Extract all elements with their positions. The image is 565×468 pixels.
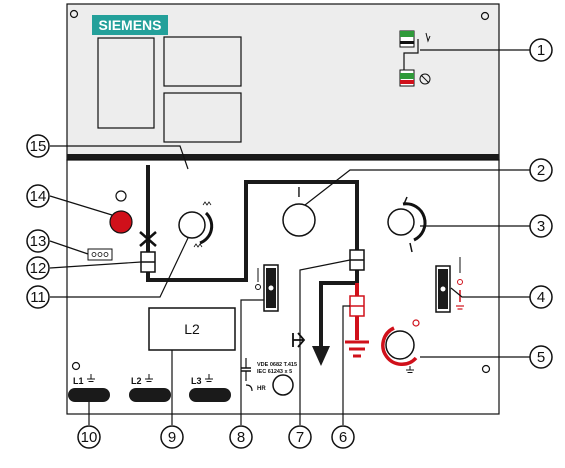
interlock-icon [139, 231, 157, 247]
siemens-logo-text: SIEMENS [98, 17, 161, 33]
callout-number: 2 [537, 162, 545, 179]
callout-leaders [49, 49, 530, 425]
closed-indicator-icon [400, 31, 414, 37]
phase-l2-label: L2 [131, 376, 142, 386]
callout-2: 2 [529, 158, 553, 182]
phase-l3-socket[interactable] [189, 388, 231, 402]
callout-7: 7 [288, 425, 312, 449]
callout-leader-11 [50, 237, 189, 298]
callout-number: 11 [30, 289, 46, 306]
vde-standard-line2: IEC 61243 x 5 [257, 369, 292, 375]
siemens-logo [92, 15, 168, 35]
callout-5: 5 [529, 345, 553, 369]
callout-14: 14 [26, 184, 50, 208]
phase-l3-label: L3 [191, 376, 202, 386]
screw-top-right [480, 11, 490, 21]
lower-label-window [163, 92, 242, 143]
arrow-down-icon [312, 346, 330, 366]
callout-number: 8 [237, 429, 245, 446]
earthed-indicator-icon [400, 73, 414, 79]
callout-15: 15 [26, 134, 50, 158]
phase-l1-indicator [71, 361, 81, 371]
lower-panel [66, 159, 500, 415]
callout-number: 10 [81, 429, 98, 446]
callout-number: 6 [339, 429, 347, 446]
phase-earth-symbols [87, 374, 213, 382]
earthing-knob[interactable] [381, 319, 420, 373]
hr-test-socket[interactable] [272, 374, 294, 396]
callout-number: 5 [537, 349, 545, 366]
callout-leader-12 [49, 261, 142, 269]
on-pushbutton[interactable] [282, 203, 316, 237]
callout-number: 12 [30, 260, 47, 277]
position-indicator [399, 30, 431, 87]
counter-display [87, 248, 113, 261]
callout-leader-15 [50, 145, 189, 170]
earth-symbol-icon [345, 340, 369, 358]
indicator-lamp [115, 190, 127, 202]
screw-top-left [69, 9, 79, 19]
callout-4: 4 [529, 285, 553, 309]
disconnector-knob[interactable] [387, 196, 427, 253]
hr-label: HR [257, 386, 266, 392]
callout-leader-2 [304, 169, 530, 206]
callout-6: 6 [331, 425, 355, 449]
callout-13: 13 [26, 229, 50, 253]
phase-l1-label: L1 [73, 376, 84, 386]
callout-leader-13 [49, 240, 89, 255]
rating-plate-window [97, 37, 155, 129]
callout-number: 3 [537, 218, 545, 235]
interlock-slider-right[interactable] [435, 257, 464, 313]
callout-3: 3 [529, 214, 553, 238]
callout-number: 7 [296, 429, 304, 446]
callout-number: 9 [168, 429, 176, 446]
callout-10: 10 [77, 425, 101, 449]
callout-number: 14 [30, 188, 47, 205]
screw-bottom-right [481, 364, 491, 374]
feeder-label-text: L2 [184, 321, 200, 337]
callout-number: 15 [30, 138, 47, 155]
callout-9: 9 [160, 425, 184, 449]
phase-l1-socket[interactable] [68, 388, 110, 402]
feeder-label-box [148, 307, 236, 351]
callout-8: 8 [229, 425, 253, 449]
on-position-label: I [297, 184, 301, 201]
interlock-slider-left[interactable] [255, 264, 279, 312]
callout-leader-7 [299, 259, 351, 425]
callout-12: 12 [26, 256, 50, 280]
feeder-line [319, 281, 357, 350]
callout-11: 11 [26, 285, 50, 309]
callout-number: 13 [30, 233, 47, 250]
callout-leader-14 [49, 195, 113, 216]
phase-l2-socket[interactable] [129, 388, 171, 402]
callout-leader-8 [240, 299, 264, 425]
spring-charging-knob[interactable] [178, 201, 214, 248]
vde-standard-line1: VDE 0682 T.415 [257, 362, 297, 368]
callout-1: 1 [529, 38, 553, 62]
off-button[interactable] [109, 210, 133, 234]
callout-leader-4 [450, 287, 530, 298]
vde-capacitor-symbol [241, 358, 253, 392]
callout-number: 4 [537, 289, 545, 306]
callout-leader-6 [342, 305, 350, 425]
upper-label-window [163, 36, 242, 87]
callout-number: 1 [537, 42, 545, 59]
